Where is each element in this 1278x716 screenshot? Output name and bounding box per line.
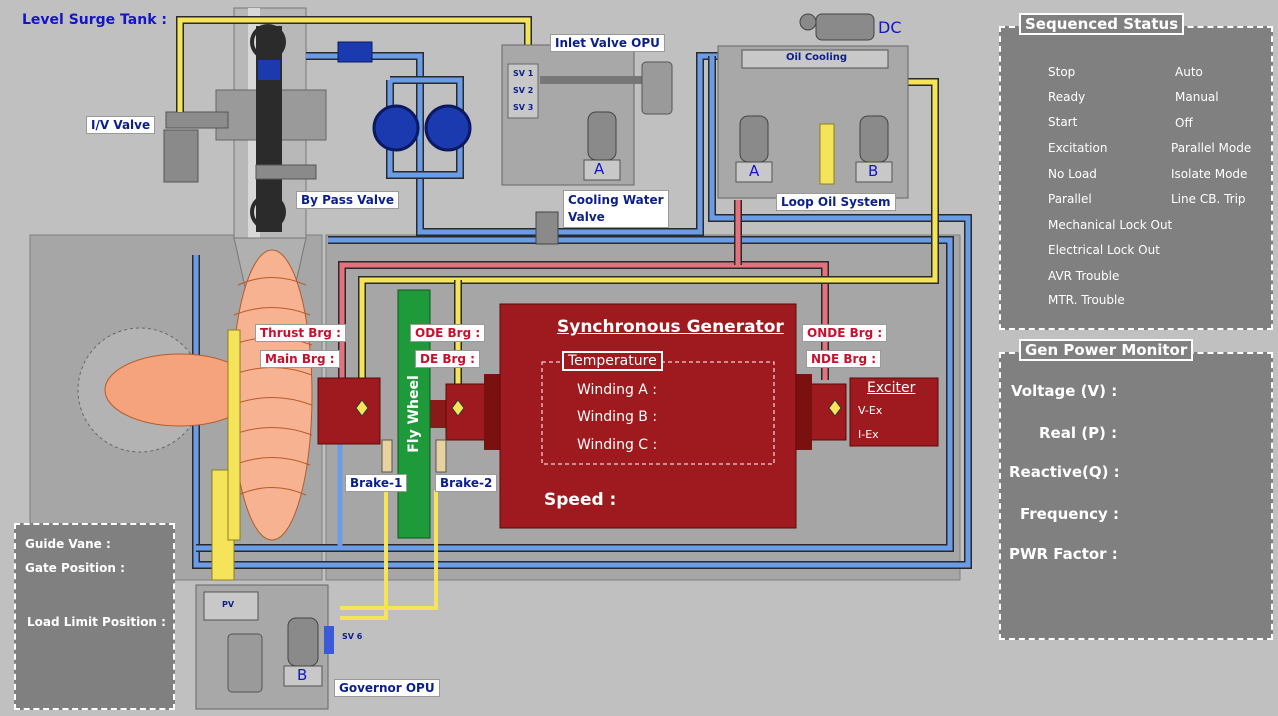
- sv1-label: SV 1: [513, 69, 534, 78]
- synchronous-generator-body: [499, 303, 797, 529]
- status-item: AVR Trouble: [1048, 269, 1120, 283]
- status-item: Start: [1048, 115, 1078, 129]
- governor-pump-b-label: B: [297, 666, 308, 684]
- brake-1-label: Brake-1: [345, 474, 408, 492]
- dc-label: DC: [878, 18, 902, 37]
- page-title: Level Surge Tank :: [22, 12, 167, 28]
- status-item: Electrical Lock Out: [1048, 243, 1160, 257]
- reactive-power-label: Reactive(Q) :: [1009, 463, 1120, 481]
- guide-vane-panel: Guide Vane : Gate Position : Load Limit …: [14, 523, 175, 710]
- onde-brg-label: ONDE Brg :: [802, 324, 888, 342]
- sv2-label: SV 2: [513, 86, 534, 95]
- status-item: Excitation: [1048, 141, 1108, 155]
- gate-position-label: Gate Position :: [25, 561, 125, 575]
- status-item: MTR. Trouble: [1048, 293, 1125, 307]
- ode-bearing-block: [445, 383, 487, 441]
- exciter-title: Exciter: [867, 380, 916, 396]
- winding-b-label: Winding B :: [577, 409, 658, 425]
- exciter-body: [849, 377, 939, 447]
- thrust-brg-label: Thrust Brg :: [255, 324, 346, 342]
- governor-opu-label: Governor OPU: [334, 679, 440, 697]
- loop-pump-b-label: B: [868, 162, 879, 180]
- status-item: Auto: [1175, 65, 1203, 79]
- oil-cooling-label: Oil Cooling: [786, 52, 848, 63]
- status-item: Manual: [1175, 90, 1219, 104]
- pv-label: PV: [222, 600, 235, 609]
- real-power-label: Real (P) :: [1039, 424, 1118, 442]
- valve-disc-left: [372, 104, 420, 152]
- sv6-label: SV 6: [342, 632, 363, 641]
- status-item: Isolate Mode: [1171, 167, 1248, 181]
- sequenced-status-panel: [999, 26, 1273, 330]
- de-brg-label: DE Brg :: [415, 350, 480, 368]
- voltage-label: Voltage (V) :: [1011, 382, 1118, 400]
- status-item: Parallel Mode: [1171, 141, 1252, 155]
- main-brg-label: Main Brg :: [260, 350, 340, 368]
- sv3-label: SV 3: [513, 103, 534, 112]
- temperature-title: Temperature: [562, 351, 663, 371]
- winding-c-label: Winding C :: [577, 437, 658, 453]
- ode-brg-label: ODE Brg :: [410, 324, 486, 342]
- fly-wheel-label: Fly Wheel: [406, 375, 422, 453]
- nde-brg-label: NDE Brg :: [806, 350, 882, 368]
- loop-pump-a-label: A: [749, 162, 760, 180]
- status-item: Line CB. Trip: [1171, 192, 1246, 206]
- pwr-factor-label: PWR Factor :: [1009, 545, 1118, 563]
- status-item: Stop: [1048, 65, 1076, 79]
- speed-label: Speed :: [544, 490, 617, 510]
- guide-vane-label: Guide Vane :: [25, 537, 111, 551]
- bypass-valve-label: By Pass Valve: [296, 191, 399, 209]
- load-limit-position-label: Load Limit Position :: [27, 615, 166, 629]
- status-item: Parallel: [1048, 192, 1092, 206]
- winding-a-label: Winding A :: [577, 382, 658, 398]
- inlet-valve-opu-label: Inlet Valve OPU: [550, 34, 665, 52]
- inlet-pump-a-label: A: [594, 160, 605, 178]
- valve-disc-right: [424, 104, 472, 152]
- status-item: No Load: [1048, 167, 1097, 181]
- status-item: Ready: [1048, 90, 1086, 104]
- gen-power-monitor-title: Gen Power Monitor: [1019, 339, 1194, 361]
- iv-valve-label: I/V Valve: [86, 116, 156, 134]
- sequenced-status-title: Sequenced Status: [1019, 13, 1185, 35]
- v-ex-label: V-Ex: [858, 404, 883, 417]
- status-item: Mechanical Lock Out: [1048, 218, 1173, 232]
- frequency-label: Frequency :: [1020, 505, 1120, 523]
- loop-oil-system-label: Loop Oil System: [776, 193, 896, 211]
- gen-power-monitor-panel: Voltage (V) : Real (P) : Reactive(Q) : F…: [999, 352, 1273, 640]
- thrust-bearing-block: [317, 377, 381, 445]
- status-item: Off: [1175, 116, 1193, 130]
- i-ex-label: I-Ex: [858, 428, 879, 441]
- brake-2-label: Brake-2: [435, 474, 498, 492]
- generator-title: Synchronous Generator: [557, 317, 784, 337]
